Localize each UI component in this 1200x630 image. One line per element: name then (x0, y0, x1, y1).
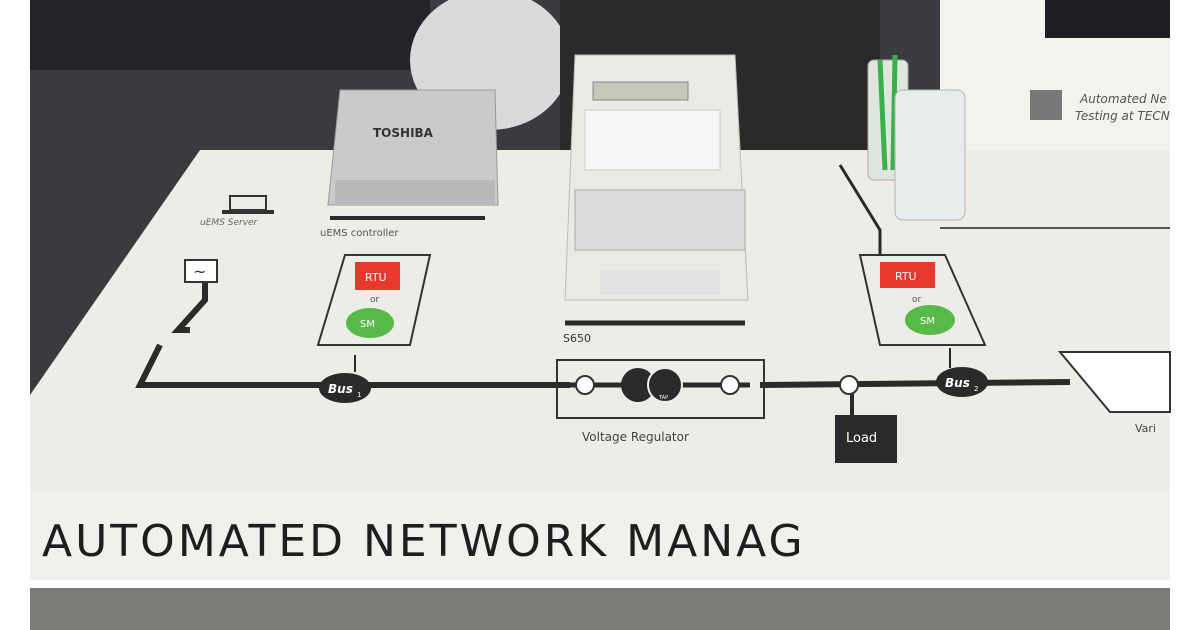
svg-text:2: 2 (974, 385, 978, 393)
toshiba-controller (327, 89, 499, 206)
meter-label: S650 (563, 332, 591, 345)
rtu-badge-right (880, 262, 935, 288)
svg-text:or: or (370, 295, 380, 305)
rtu-sm-box-left (316, 254, 432, 346)
table-top (30, 150, 1170, 490)
svg-text:RTU: RTU (365, 271, 387, 284)
diagram-lines (135, 164, 1071, 420)
uems-server-label: uEMS Server (200, 218, 259, 228)
table-base (30, 588, 1170, 630)
sign-line-2: Testing at TECN (1075, 109, 1170, 123)
meter-display (592, 81, 689, 101)
variable-source-box (1057, 351, 1171, 413)
monitor (1045, 0, 1170, 38)
svg-text:RTU: RTU (895, 270, 917, 283)
svg-text:TAP: TAP (658, 395, 668, 401)
light-strip (30, 580, 1170, 588)
glass (894, 89, 966, 221)
voltage-regulator-label: Voltage Regulator (582, 430, 689, 444)
svg-text:or: or (912, 295, 922, 305)
svg-text:Load: Load (846, 431, 877, 446)
svg-text:SM: SM (360, 319, 375, 330)
sm-badge-right (905, 305, 955, 335)
brand-label: TOSHIBA (373, 126, 434, 140)
banner-text: AUTOMATED NETWORK MANAG (42, 516, 806, 567)
background-dark (30, 0, 430, 70)
svg-text:SM: SM (920, 316, 935, 327)
table-front (30, 490, 1170, 582)
ac-source-icon (184, 259, 218, 283)
transformer-icon (621, 368, 655, 402)
svg-text:Bus: Bus (328, 382, 353, 396)
svg-text:Bus: Bus (945, 376, 970, 390)
uems-controller-label: uEMS controller (320, 228, 399, 239)
bus-2-node (936, 367, 988, 397)
svg-text:1: 1 (357, 391, 361, 399)
rtu-badge-left (355, 262, 400, 290)
sm-badge-left (346, 308, 394, 338)
bus-1-node (319, 373, 371, 403)
tap-changer-icon (647, 367, 683, 403)
rtu-sm-box-right (858, 254, 987, 346)
sign-line-1: Automated Ne (1079, 92, 1167, 106)
variable-label: Vari (1135, 422, 1156, 435)
load-box (835, 415, 897, 463)
voltage-regulator-box (556, 359, 765, 419)
qr-code-icon (1030, 90, 1062, 120)
svg-text:~: ~ (193, 262, 206, 281)
